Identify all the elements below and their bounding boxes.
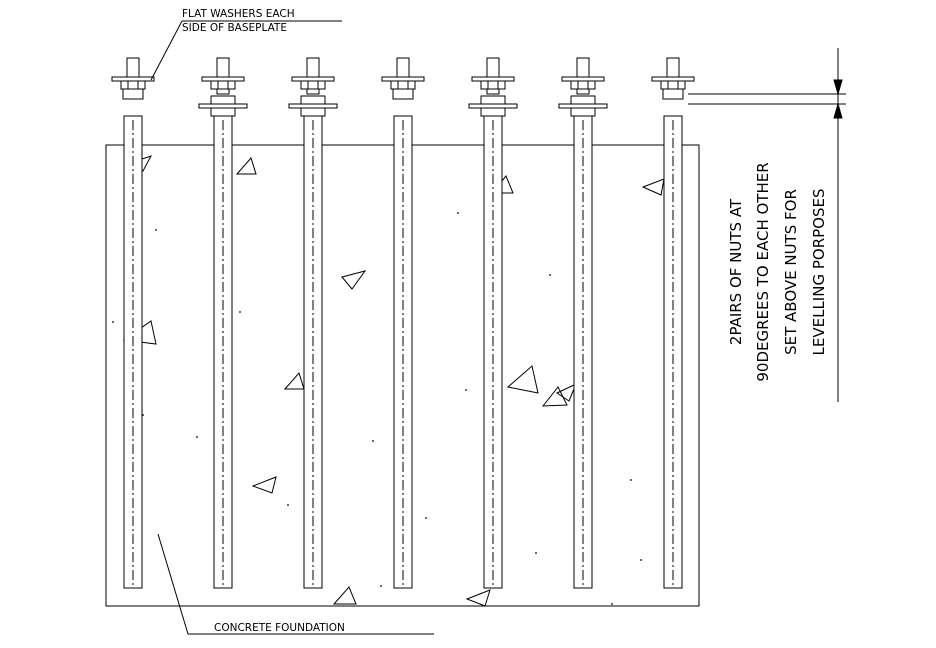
foundation-label: CONCRETE FOUNDATION [214,622,345,634]
levelling-nut [570,107,596,117]
anchor-bolts [111,57,695,589]
aggregate-triangle [465,589,491,607]
aggregate-dot [465,389,467,391]
aggregate-dot [380,585,382,587]
lower-nut [392,88,414,100]
aggregate-dot [155,229,157,231]
aggregate-dot [457,212,459,214]
levelling-nut [210,107,236,117]
bolt-shaft [213,115,233,589]
side-note-line-4: LEVELLING PORPOSES [810,189,828,356]
aggregate-dot [196,436,198,438]
side-note-line-2: 90DEGREES TO EACH OTHER [754,162,772,381]
bolt-shaft [663,115,683,589]
aggregate-triangle [506,365,539,394]
top-nut [390,80,416,90]
aggregate-dot [640,559,642,561]
aggregate-triangle [235,156,257,175]
anchor-bolt [651,57,695,589]
top-washer [291,76,335,82]
aggregate-triangle [283,371,305,390]
side-note-line-1: 2PAIRS OF NUTS AT [727,198,745,345]
anchor-bolt [468,57,518,589]
levelling-dimension [688,48,846,402]
top-nut [120,80,146,90]
aggregate-dot [611,603,613,605]
lower-washer [558,103,608,109]
bolt-shaft [393,115,413,589]
lower-nut [480,95,506,105]
levelling-nut [300,107,326,117]
washer-label-line2: SIDE OF BASEPLATE [182,22,287,34]
foundation-leader-line [157,533,434,635]
aggregate-dot [112,321,114,323]
top-nut [300,80,326,90]
top-washer [111,76,155,82]
aggregate-dot [142,414,144,416]
washer-leader-line [150,20,342,81]
aggregate-dot [425,517,427,519]
top-washer [561,76,605,82]
bolt-shaft [573,115,593,589]
anchor-bolt [558,57,608,589]
lower-nut [300,95,326,105]
bolt-shaft [303,115,323,589]
top-washer [471,76,515,82]
aggregate-triangle [332,586,357,605]
anchor-bolt [111,57,155,589]
lower-nut [570,95,596,105]
side-note-line-3: SET ABOVE NUTS FOR [782,189,800,355]
aggregate-triangle [341,270,367,290]
top-washer [201,76,245,82]
aggregate-dot [372,440,374,442]
top-nut [480,80,506,90]
aggregate-triangle [555,382,577,402]
lower-washer [198,103,248,109]
washer-label-line1: FLAT WASHERS EACH [182,8,295,20]
aggregate-dot [239,311,241,313]
anchor-bolt [198,57,248,589]
bolt-shaft [123,115,143,589]
aggregate-triangle [641,178,665,196]
aggregate-triangle [541,386,568,407]
aggregate-dot [549,274,551,276]
levelling-nut [480,107,506,117]
top-nut [570,80,596,90]
top-nut [210,80,236,90]
top-nut [660,80,686,90]
lower-nut [122,88,144,100]
lower-nut [662,88,684,100]
aggregate-triangle [251,476,277,494]
top-washer [651,76,695,82]
anchor-bolt [288,57,338,589]
lower-washer [468,103,518,109]
anchor-bolt [381,57,425,589]
lower-nut [210,95,236,105]
side-note: 2PAIRS OF NUTS AT 90DEGREES TO EACH OTHE… [727,162,828,381]
top-washer [381,76,425,82]
aggregate-dot [630,479,632,481]
lower-washer [288,103,338,109]
aggregate-dot [287,504,289,506]
bolt-shaft [483,115,503,589]
aggregate-dot [535,552,537,554]
